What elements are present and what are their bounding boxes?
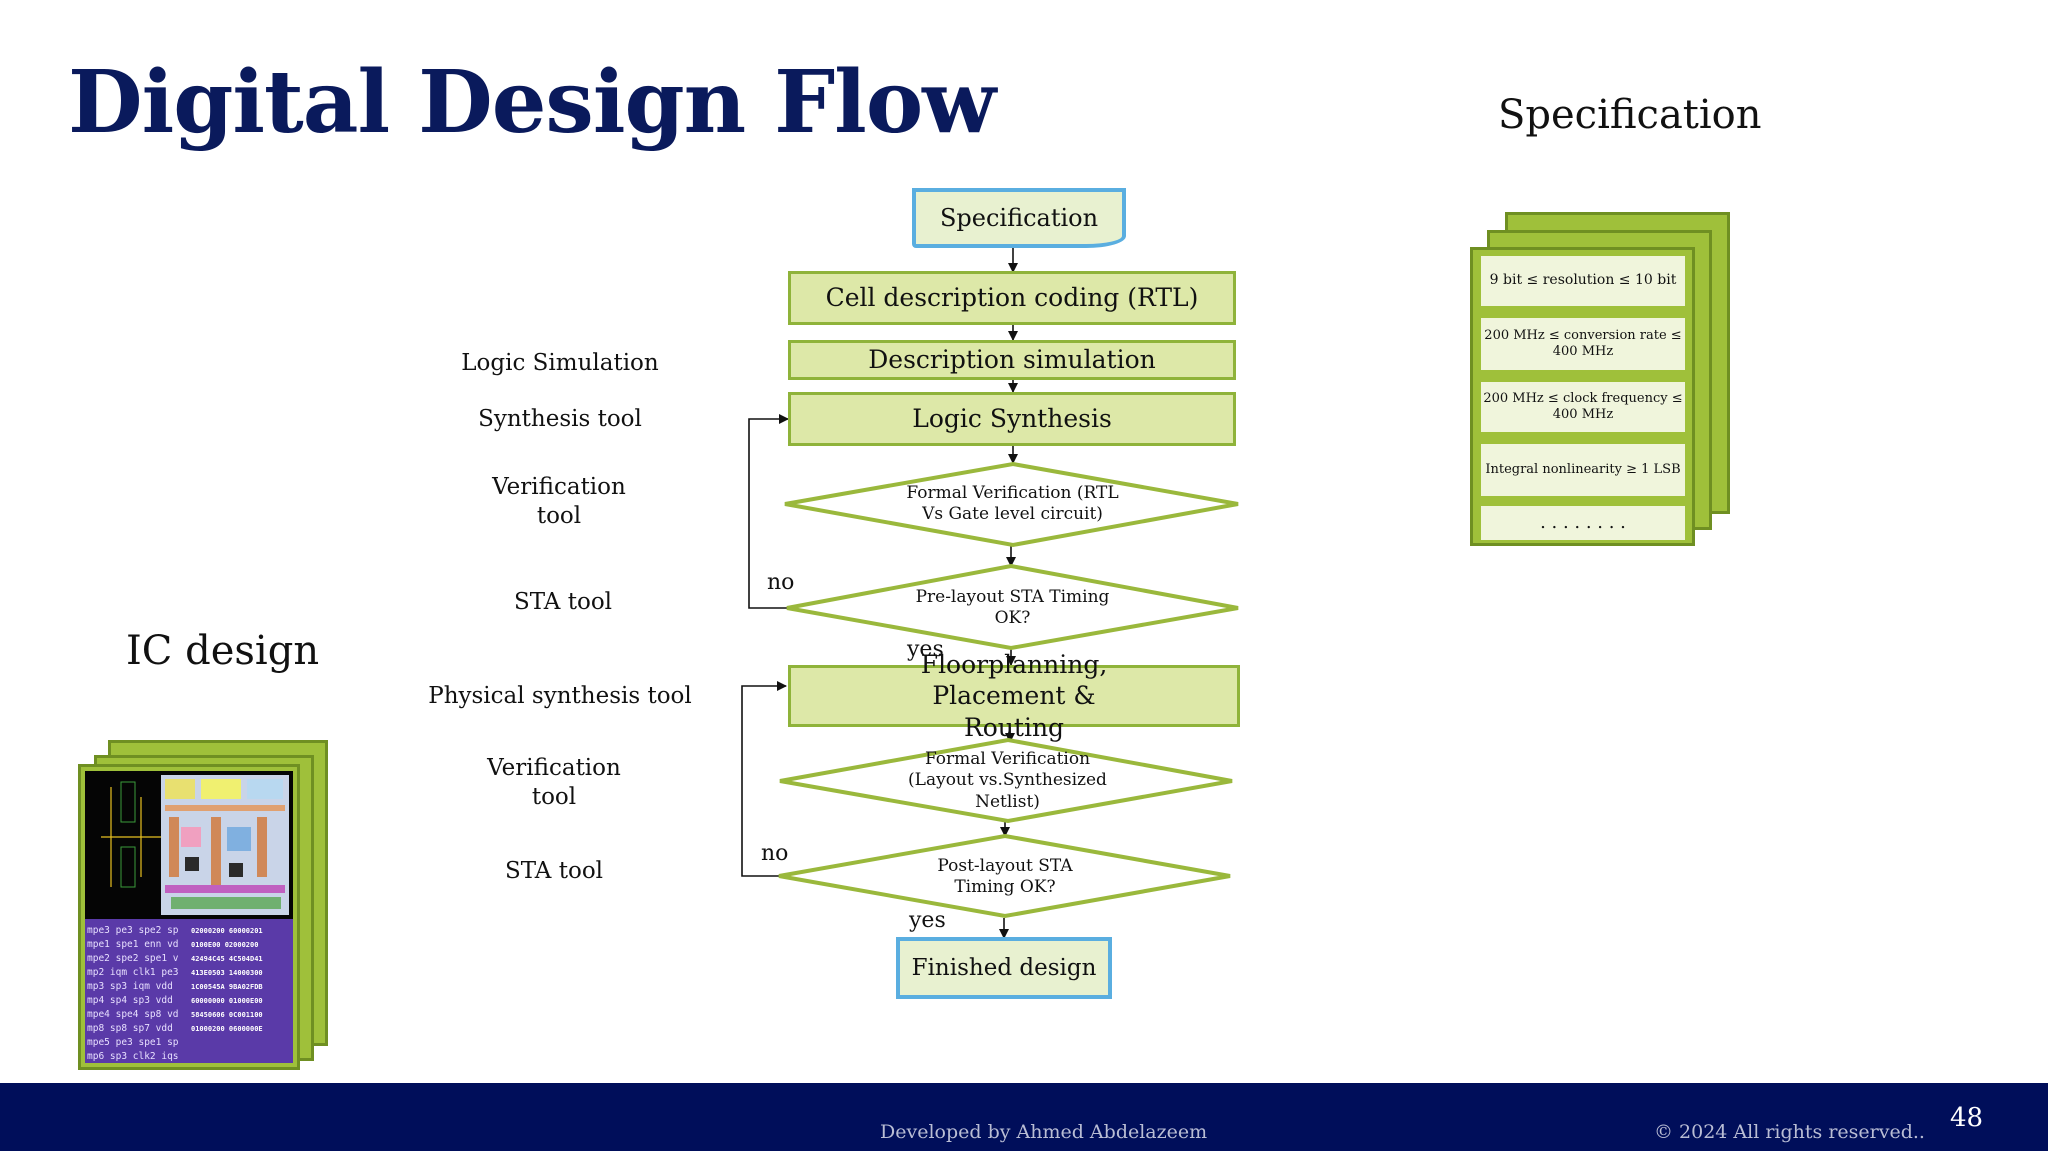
spec-item-clock-frequency: 200 MHz ≤ clock frequency ≤ 400 MHz (1481, 382, 1685, 432)
logic-simulation-label: Logic Simulation (461, 350, 659, 376)
page-number: 48 (1950, 1103, 1984, 1133)
svg-text:mp3 sp3 iqm vdd: mp3 sp3 iqm vdd (87, 981, 173, 992)
no-label-2: no (761, 841, 789, 866)
sta-tool-label-2: STA tool (504, 858, 604, 884)
no-label-1: no (767, 570, 795, 595)
diamond-pre-layout-sta (786, 563, 1239, 651)
diamond-post-layout-sta (778, 833, 1231, 919)
svg-text:60000000 01000E00: 60000000 01000E00 (191, 997, 263, 1005)
svg-text:mp8 sp8 sp7 vdd: mp8 sp8 sp7 vdd (87, 1023, 173, 1034)
svg-text:mp6 sp3 clk2 iqs: mp6 sp3 clk2 iqs (87, 1051, 179, 1062)
svg-text:mp4 sp4 sp3 vdd: mp4 sp4 sp3 vdd (87, 995, 173, 1006)
spec-item-integral-nonlinearity: Integral nonlinearity ≥ 1 LSB (1481, 444, 1685, 496)
logic-synthesis-node: Logic Synthesis (788, 392, 1236, 446)
spec-item-resolution: 9 bit ≤ resolution ≤ 10 bit (1481, 256, 1685, 306)
description-simulation-node: Description simulation (788, 340, 1236, 380)
spec-item-conversion-rate: 200 MHz ≤ conversion rate ≤ 400 MHz (1481, 318, 1685, 370)
footer-bar (0, 1083, 2048, 1151)
svg-text:mpe5 pe3 spe1 sp: mpe5 pe3 spe1 sp (87, 1037, 179, 1048)
spec-item-ellipsis: . . . . . . . . (1481, 506, 1685, 540)
cell-description-node: Cell description coding (RTL) (788, 271, 1236, 325)
synthesis-tool-label: Synthesis tool (478, 406, 642, 432)
svg-text:01000200 0600000E: 01000200 0600000E (191, 1025, 263, 1033)
svg-text:1C00545A 9BA02FDB: 1C00545A 9BA02FDB (191, 983, 263, 991)
diamond-formal-verification-1 (784, 461, 1239, 548)
loop-arrow-pre-layout-no (748, 414, 789, 609)
loop-arrow-post-layout-no (741, 681, 787, 877)
sta-tool-label-1: STA tool (513, 589, 613, 615)
diamond-formal-verification-2 (779, 737, 1233, 824)
svg-text:mp2 iqm clk1 pe3: mp2 iqm clk1 pe3 (87, 967, 179, 978)
svg-text:mpe4 spe4 sp8 vd: mpe4 spe4 sp8 vd (87, 1009, 179, 1020)
svg-text:02000200 60000201: 02000200 60000201 (191, 927, 263, 935)
formal-verification-1-text: Formal Verification (RTL Vs Gate level c… (906, 482, 1119, 524)
ic-card-front: mpe3 pe3 spe2 sp mpe1 spe1 enn vd mpe2 s… (78, 764, 300, 1070)
svg-text:58450606 0C001100: 58450606 0C001100 (191, 1011, 263, 1019)
footer-copyright: © 2024 All rights reserved.. (1654, 1121, 1925, 1143)
svg-text:mpe3 pe3 spe2 sp: mpe3 pe3 spe2 sp (87, 925, 179, 936)
spec-card-front: 9 bit ≤ resolution ≤ 10 bit 200 MHz ≤ co… (1470, 247, 1695, 546)
specification-heading: Specification (1498, 92, 1762, 138)
svg-text:0100E00 02000200: 0100E00 02000200 (191, 941, 258, 949)
footer-developer: Developed by Ahmed Abdelazeem (880, 1121, 1208, 1143)
physical-synthesis-tool-label: Physical synthesis tool (428, 683, 692, 709)
verification-tool-label-1: Verification tool (492, 474, 626, 529)
yes-label-2: yes (909, 908, 946, 933)
page-title: Digital Design Flow (68, 52, 996, 153)
ic-design-heading: IC design (126, 628, 320, 674)
formal-verification-2-text: Formal Verification (Layout vs.Synthesiz… (908, 749, 1107, 812)
specification-node: Specification (912, 188, 1126, 248)
svg-text:mpe1 spe1 enn vd: mpe1 spe1 enn vd (87, 939, 179, 950)
ic-layout-image: mpe3 pe3 spe2 sp mpe1 spe1 enn vd mpe2 s… (85, 771, 293, 1063)
svg-text:413E0503 14000300: 413E0503 14000300 (191, 969, 263, 977)
pre-layout-sta-text: Pre-layout STA Timing OK? (915, 586, 1110, 628)
post-layout-sta-text: Post-layout STA Timing OK? (937, 855, 1073, 897)
finished-design-node: Finished design (896, 937, 1112, 999)
yes-label-1: yes (907, 637, 944, 662)
verification-tool-label-2: Verification tool (487, 755, 621, 810)
svg-text:42494C45 4C504D41: 42494C45 4C504D41 (191, 955, 263, 963)
floorplanning-node: Floorplanning, Placement & Routing (788, 650, 1240, 742)
svg-text:mpe2 spe2 spe1 v: mpe2 spe2 spe1 v (87, 953, 179, 964)
